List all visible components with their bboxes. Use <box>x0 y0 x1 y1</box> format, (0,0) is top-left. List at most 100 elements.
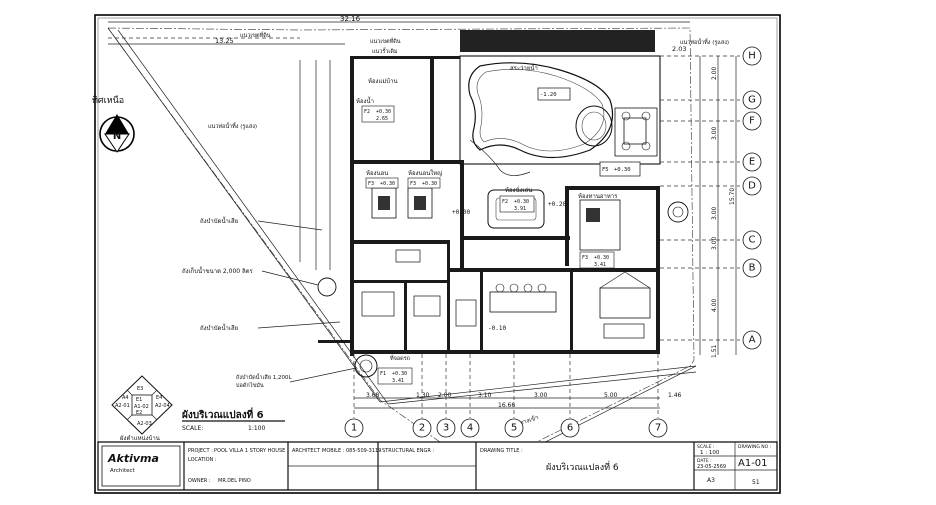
room-code-master: F3 <box>410 181 416 187</box>
grid-row-label: G <box>748 95 756 106</box>
room-level-master: +0.30 <box>422 181 437 187</box>
top-dim-1: 32.16 <box>340 15 361 23</box>
key-plan: E3 A4 A2-01 E1 A1-02 E2 E4 A2-04 A2-03 ผ… <box>111 375 173 442</box>
tb-size-value: A3 <box>707 477 715 484</box>
row-dim-6: 1.51 <box>711 344 718 358</box>
annotations: ถังบำบัดน้ำเสีย ถังเก็บน้ำขนาด 2,000 ลิต… <box>182 38 729 427</box>
grid-col-label: 2 <box>419 423 425 434</box>
grid-col-label: 1 <box>351 423 357 434</box>
drawing-title-label: DRAWING TITLE : <box>480 448 523 454</box>
project-value: POOL VILLA 1 STORY HOUSE <box>214 448 285 454</box>
grid-row-label: H <box>748 51 756 62</box>
key-cell: E1 <box>136 397 142 403</box>
room-name-bedroom: ห้องนอน <box>366 170 388 177</box>
tb-date-label: DATE : <box>697 458 712 464</box>
view-title: ผังบริเวณแปลงที่ 6 <box>182 407 264 421</box>
grid-row-label: F <box>749 116 755 127</box>
architect-label: ARCHITECT : <box>292 448 324 454</box>
grid-col-label: 6 <box>567 423 573 434</box>
key-cell: A2-03 <box>137 421 152 427</box>
grid-col-label: 3 <box>443 423 449 434</box>
room-code-dining: F3 <box>582 255 588 261</box>
note-septic-1200: ถังบำบัดน้ำเสีย 1,200L <box>236 373 292 381</box>
room-code-maid: F1 <box>380 371 386 377</box>
company-logo: Aktivma Architect <box>101 445 181 487</box>
north-label: ทิศเหนือ <box>92 95 124 106</box>
key-cell: E3 <box>137 386 143 392</box>
level-mark-3: -0.10 <box>488 325 506 332</box>
grid-row-C: C <box>660 230 762 250</box>
grid-row-E: E <box>660 152 762 172</box>
grid-col-1: 1 <box>344 354 364 438</box>
mobile-label: MOBILE : 085-509-3119 <box>322 448 381 454</box>
room-name-bath: ห้องน้ำ <box>356 95 374 105</box>
grid-row-label: E <box>749 157 755 168</box>
title-block: Aktivma Architect PROJECT : POOL VILLA 1… <box>97 441 778 491</box>
boundary-note-1: แนวเขตที่ดิน <box>240 31 271 39</box>
view-title-block: ผังบริเวณแปลงที่ 6 SCALE: 1:100 <box>182 407 285 432</box>
building-walls <box>318 56 660 356</box>
col-dim-3: 2.00 <box>438 392 452 399</box>
row-dim-4: 3.00 <box>711 236 718 250</box>
room-area-dining: 3.41 <box>594 262 606 268</box>
pool-tag-level: -1.20 <box>540 92 557 98</box>
key-cell: A2-01 <box>115 403 130 409</box>
view-scale-label: SCALE: <box>182 425 203 432</box>
grid-row-B: B <box>660 258 762 278</box>
key-cell: A2-04 <box>155 403 170 409</box>
row-dim-5: 4.00 <box>711 298 718 312</box>
room-area-living: 3.91 <box>514 206 526 212</box>
total-vertical-dim: 15.70 <box>729 188 736 205</box>
pool-area: สระว่ายน้ำ -1.20 F5 +0.30 <box>459 30 661 177</box>
boundary-note-3: แนวรั้วเดิม <box>372 47 398 55</box>
row-dim-1: 2.00 <box>711 66 718 80</box>
col-dim-4: 3.10 <box>478 392 492 399</box>
bottom-dimensions: 3.68 1.30 2.00 3.10 3.00 5.00 1.46 16.66 <box>354 392 682 409</box>
grid-col-label: 5 <box>511 423 517 434</box>
grid-row-label: A <box>749 335 756 346</box>
key-cell: E4 <box>156 395 162 401</box>
boundary-note-2: แนวเขตที่ดิน <box>370 37 401 45</box>
north-letter: N <box>113 131 121 142</box>
grid-col-2: 2 <box>412 354 432 438</box>
top-dim-3: 2.03 <box>672 45 686 53</box>
key-cell: E2 <box>136 410 142 416</box>
north-arrow: ทิศเหนือ N <box>92 95 135 153</box>
left-dimensions <box>299 60 331 270</box>
col-dim-5: 3.00 <box>534 392 548 399</box>
key-cell: A1-02 <box>134 404 149 410</box>
col-dim-6: 5.00 <box>604 392 618 399</box>
top-dimensions: 32.16 13.25 2.03 แนวเขตที่ดิน แนวเขตที่ด… <box>108 15 690 55</box>
grid-col-6: 6 <box>560 354 580 438</box>
grid-row-A: A <box>660 330 762 350</box>
drawing-title-value: ผังบริเวณแปลงที่ 6 <box>546 460 619 473</box>
grid-col-5: 5 <box>504 354 524 438</box>
terrace-tag: F5 <box>602 167 609 173</box>
logo-sub: Architect <box>110 468 136 474</box>
tb-scale-label: SCALE : <box>697 444 714 450</box>
note-septic-2: ถังบำบัดน้ำเสีย <box>200 322 238 332</box>
room-code-bath: F2 <box>364 109 370 115</box>
furniture <box>317 187 689 378</box>
pool-label: สระว่ายน้ำ <box>510 62 538 72</box>
tb-sheet-label: DRAWING NO : <box>738 444 771 450</box>
logo-text: Aktivma <box>107 452 159 465</box>
level-mark-2: +0.00 <box>452 209 470 216</box>
terrace-tag-level: +0.30 <box>614 167 631 173</box>
room-level-dining: +0.30 <box>594 255 609 261</box>
key-label: ผังตำแหน่งบ้าน <box>120 435 160 442</box>
grid-row-H: H <box>660 46 762 66</box>
grid-row-label: C <box>749 235 756 246</box>
location-label: LOCATION : <box>188 457 217 463</box>
grid-rows: H G F E D C B <box>660 46 762 350</box>
project-label: PROJECT : <box>188 448 213 454</box>
grid-cols: 1 2 3 4 5 6 7 <box>344 354 668 438</box>
room-name-living: ห้องนั่งเล่น <box>505 186 532 194</box>
grid-row-F: F <box>660 111 762 131</box>
note-drain-pipe: แนวท่อน้ำทิ้ง (รูแสง) <box>680 38 729 46</box>
tb-of-value: 51 <box>752 479 760 486</box>
col-dim-7: 1.46 <box>668 392 682 399</box>
right-dimensions: 2.00 3.00 3.00 3.00 4.00 1.51 15.70 <box>699 56 737 358</box>
room-name-maid: ห้องแม่บ้าน <box>368 78 398 85</box>
room-name-master: ห้องนอนใหญ่ <box>408 169 442 177</box>
